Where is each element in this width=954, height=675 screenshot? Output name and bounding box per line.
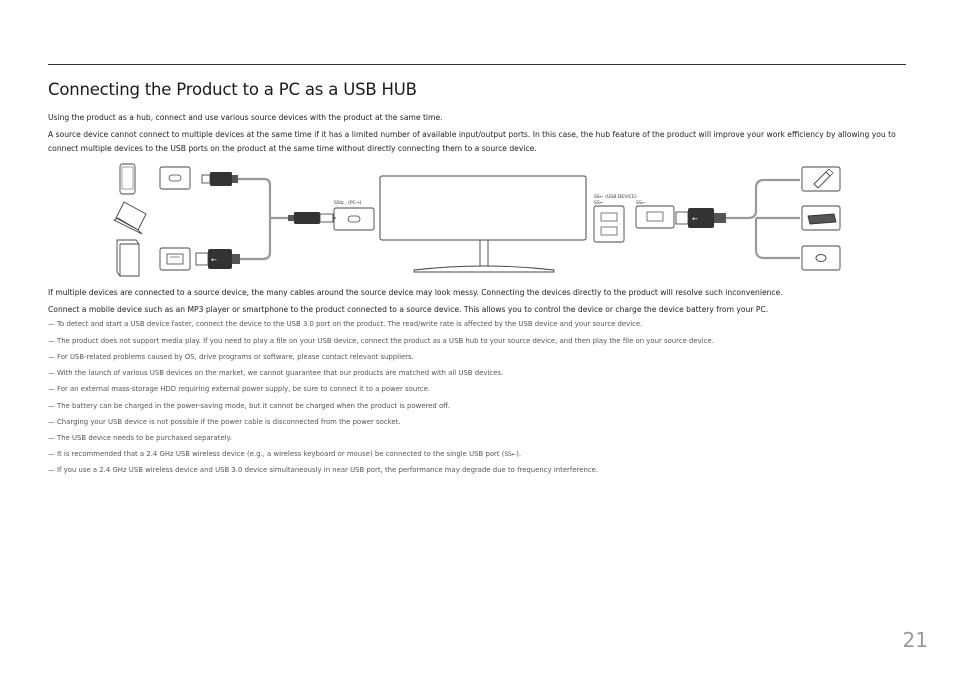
usb-c-cable-connector-left: [201, 172, 238, 186]
svg-text:←: ←: [692, 215, 698, 223]
note-1: —To detect and start a USB device faster…: [48, 320, 642, 328]
usb-ss-icon-1: SS←: [594, 200, 604, 206]
body-paragraph-2: Connect a mobile device such as an MP3 p…: [48, 305, 769, 314]
note-4: —With the launch of various USB devices …: [48, 369, 503, 377]
keyboard-box: [801, 205, 841, 231]
laptop-icon: [112, 201, 147, 235]
note-9: —It is recommended that a 2.4 GHz USB wi…: [48, 450, 521, 458]
note-text: For an external mass-storage HDD requiri…: [57, 385, 431, 393]
mouse-box: [801, 245, 841, 271]
note-text: With the launch of various USB devices o…: [57, 369, 504, 377]
note-dash: —: [48, 385, 55, 393]
note-10: —If you use a 2.4 GHz USB wireless devic…: [48, 466, 598, 474]
body-paragraph-1: If multiple devices are connected to a s…: [48, 288, 783, 297]
note-text: The USB device needs to be purchased sep…: [57, 434, 232, 442]
note-dash: —: [48, 369, 55, 377]
usb-flash-drive-box: [801, 166, 841, 192]
note-dash: —: [48, 337, 55, 345]
header-rule: [48, 64, 906, 65]
note-text: The product does not support media play.…: [57, 337, 714, 345]
note-text: For USB-related problems caused by OS, d…: [57, 353, 414, 361]
usb-ss-icon-2: SS←: [636, 200, 646, 206]
note-dash: —: [48, 450, 55, 458]
note-5: —For an external mass-storage HDD requir…: [48, 385, 430, 393]
note-dash: —: [48, 434, 55, 442]
note-dash: —: [48, 418, 55, 426]
note-text: The battery can be charged in the power-…: [57, 402, 451, 410]
page-number: 21: [902, 628, 928, 652]
usb-c-port-box: [159, 166, 191, 190]
usb-device-port-label: SS← (USB DEVICE): [594, 194, 637, 200]
note-dash: —: [48, 320, 55, 328]
usb-device-port-label-text: (USB DEVICE): [605, 194, 637, 200]
note-7: —Charging your USB device is not possibl…: [48, 418, 401, 426]
intro-paragraph-1: Using the product as a hub, connect and …: [48, 113, 443, 122]
monitor-usb-a-single-port-box: [635, 205, 675, 229]
note-text: Charging your USB device is not possible…: [57, 418, 401, 426]
page-title: Connecting the Product to a PC as a USB …: [48, 80, 417, 99]
desktop-pc-icon: [116, 239, 140, 277]
usb-c-cable-connector-monitor: [288, 212, 334, 224]
pc-port-label: SS⇆ , (PC→): [334, 200, 362, 206]
usb-a-cable-connector-left: ←: [195, 249, 240, 269]
note-3: —For USB-related problems caused by OS, …: [48, 353, 414, 361]
svg-text:←: ←: [211, 256, 217, 264]
intro-paragraph-2: A source device cannot connect to multip…: [48, 130, 896, 153]
monitor-usb-a-double-port-box: [593, 205, 625, 243]
usb-hub-connection-diagram: ← ← SS⇆ , (PC→) SS← (USB DEVICE) SS← SS←: [112, 163, 841, 277]
smartphone-icon: [119, 163, 136, 195]
usb-ss-icon: SS←: [504, 451, 517, 458]
pc-port-label-text: (PC→): [348, 200, 362, 206]
note-dash: —: [48, 466, 55, 474]
note-text: If you use a 2.4 GHz USB wireless device…: [57, 466, 599, 474]
monitor-icon: [379, 175, 587, 273]
note-8: —The USB device needs to be purchased se…: [48, 434, 232, 442]
note-6: —The battery can be charged in the power…: [48, 402, 450, 410]
note-text: To detect and start a USB device faster,…: [57, 320, 643, 328]
note-text-end: ).: [516, 450, 522, 458]
note-2: —The product does not support media play…: [48, 337, 714, 345]
note-text: It is recommended that a 2.4 GHz USB wir…: [57, 450, 505, 458]
usb-a-port-box: [159, 247, 191, 271]
note-dash: —: [48, 402, 55, 410]
usb-a-cable-connector-right: ←: [675, 208, 726, 228]
note-dash: —: [48, 353, 55, 361]
monitor-usb-c-port-box: [333, 207, 375, 231]
